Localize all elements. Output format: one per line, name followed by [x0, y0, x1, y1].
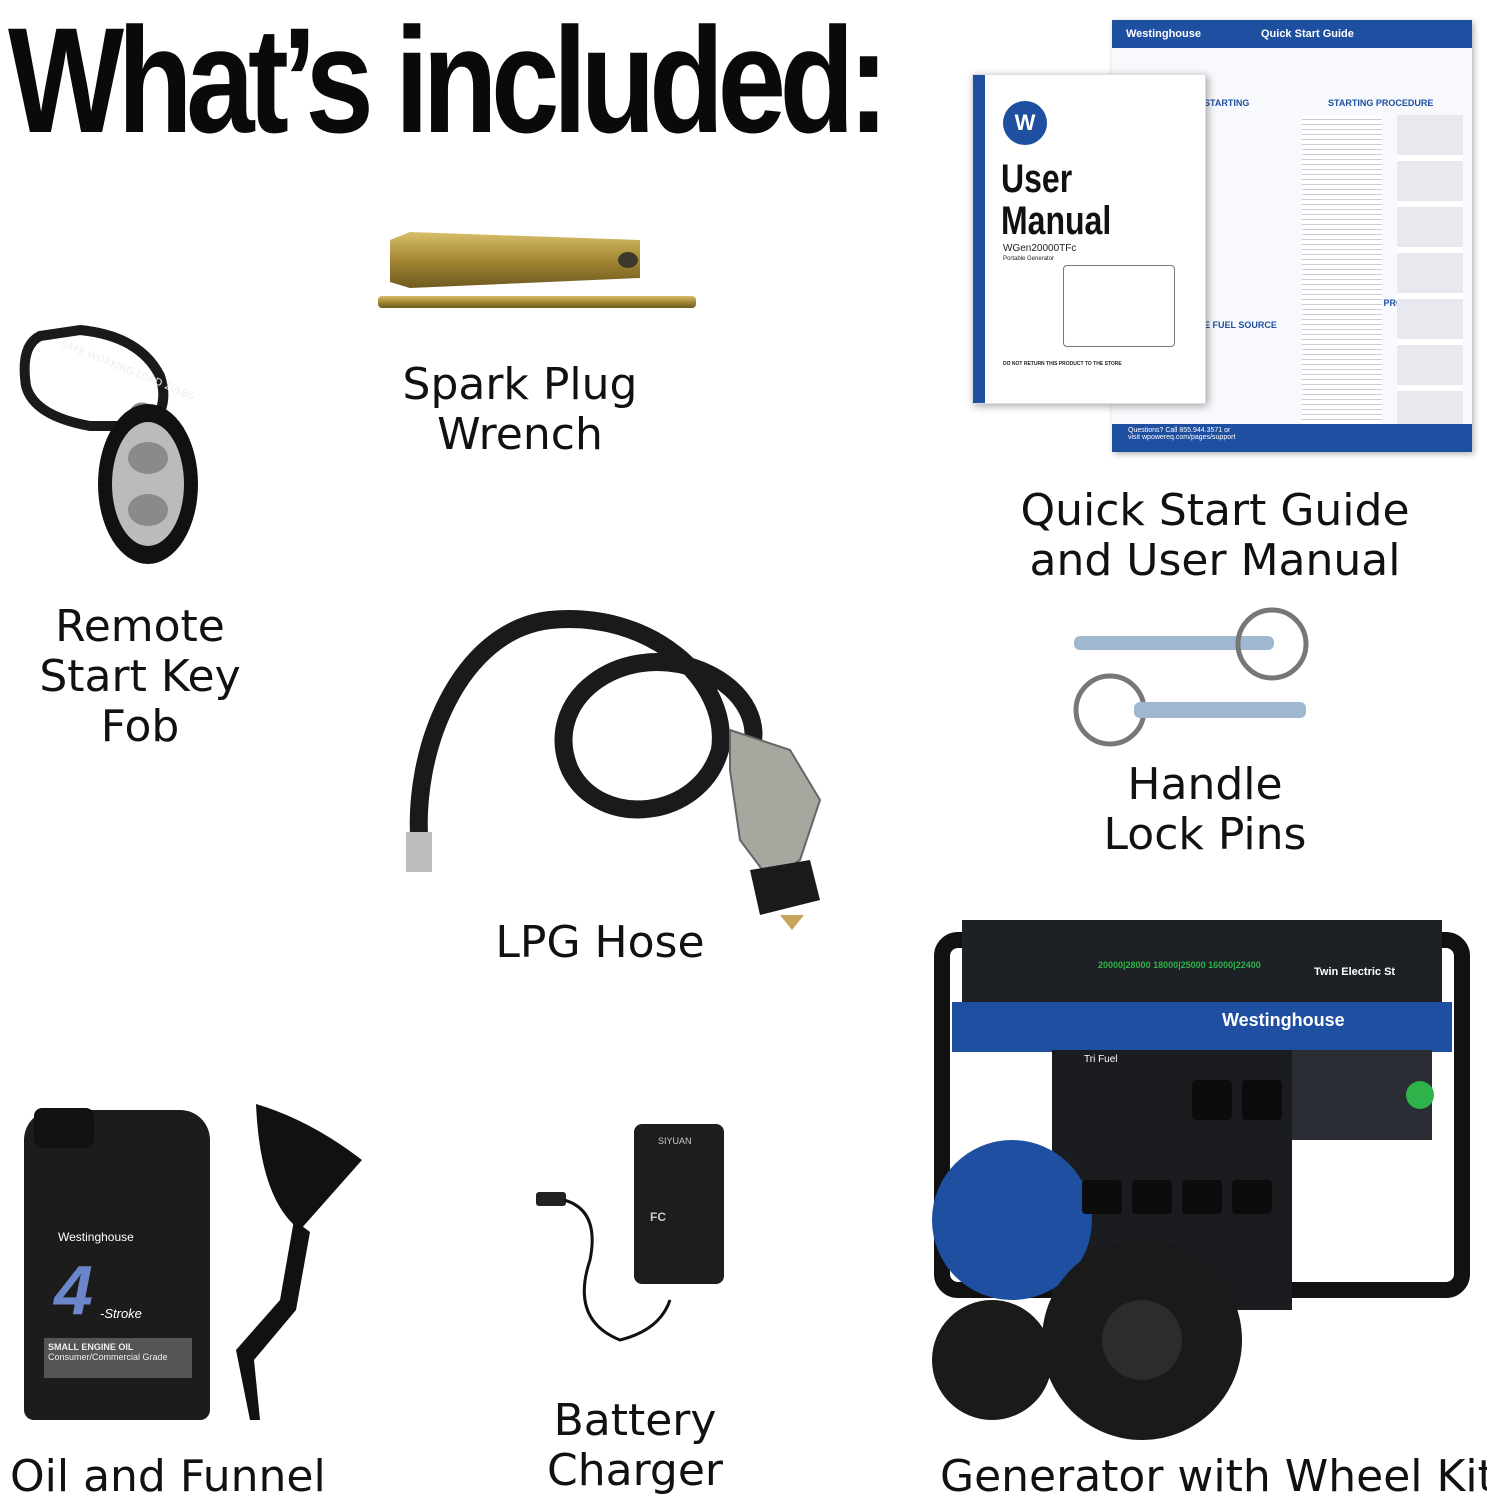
- qs-starting-procedure: STARTING PROCEDURE: [1328, 98, 1434, 108]
- generator-brand: Westinghouse: [1222, 1010, 1345, 1030]
- remote-key-fob-image: SAFE WORKING LOAD 20LBS: [19, 324, 198, 564]
- westinghouse-logo-icon: W: [1003, 101, 1047, 145]
- generator-label: Generator with Wheel Kit: [940, 1451, 1487, 1502]
- qs-questions: Questions? Call 855.944.3571 or: [1128, 427, 1231, 434]
- qs-title: Quick Start Guide: [1260, 28, 1354, 40]
- oil-name: SMALL ENGINE OIL: [48, 1342, 134, 1352]
- generator-watts: 20000|28000 18000|25000 16000|22400: [1098, 960, 1261, 970]
- charger-cable-image: [536, 1192, 672, 1342]
- charger-fc: FC: [650, 1210, 666, 1224]
- user-manual-image: W User Manual WGen20000TFc Portable Gene…: [972, 74, 1206, 404]
- oil-funnel-label: Oil and Funnel: [10, 1451, 326, 1502]
- generator-twin: Twin Electric St: [1314, 966, 1396, 978]
- manual-do-not-return: DO NOT RETURN THIS PRODUCT TO THE STORE: [1003, 361, 1122, 367]
- oil-four: 4: [54, 1251, 93, 1329]
- qs-visit: visit wpowereq.com/pages/support: [1128, 434, 1236, 441]
- qs-fuel-source: E FUEL SOURCE: [1204, 320, 1277, 330]
- charger-brand: SIYUAN: [658, 1136, 692, 1146]
- manual-model: WGen20000TFc: [1003, 243, 1077, 254]
- generator-image: 20000|28000 18000|25000 16000|22400 Twin…: [922, 880, 1482, 1440]
- generator-trifuel: Tri Fuel: [1084, 1054, 1118, 1065]
- qs-starting: STARTING: [1204, 98, 1250, 108]
- funnel-image: [236, 1104, 362, 1420]
- oil-brand: Westinghouse: [58, 1230, 134, 1244]
- manual-subtitle: Portable Generator: [1003, 256, 1055, 262]
- oil-stroke: -Stroke: [100, 1306, 142, 1321]
- oil-grade: Consumer/Commercial Grade: [48, 1352, 168, 1362]
- page-title: What’s included:: [8, 0, 889, 164]
- oil-bottle-image: Westinghouse 4 -Stroke SMALL ENGINE OIL …: [24, 1108, 210, 1420]
- qs-shutdown-procedure: SHUTDOWN PROCEDURE: [1328, 298, 1442, 308]
- lpg-hose-label: LPG Hose: [495, 917, 705, 968]
- handle-lock-pins-image: [1073, 607, 1309, 747]
- manual-user: User: [1001, 157, 1073, 201]
- spark-plug-wrench-image: [378, 232, 696, 308]
- manual-manual: Manual: [1001, 199, 1112, 243]
- battery-charger-image: SIYUAN FC: [634, 1124, 724, 1284]
- lpg-hose-image: [406, 610, 822, 930]
- qs-brand: Westinghouse: [1126, 28, 1201, 40]
